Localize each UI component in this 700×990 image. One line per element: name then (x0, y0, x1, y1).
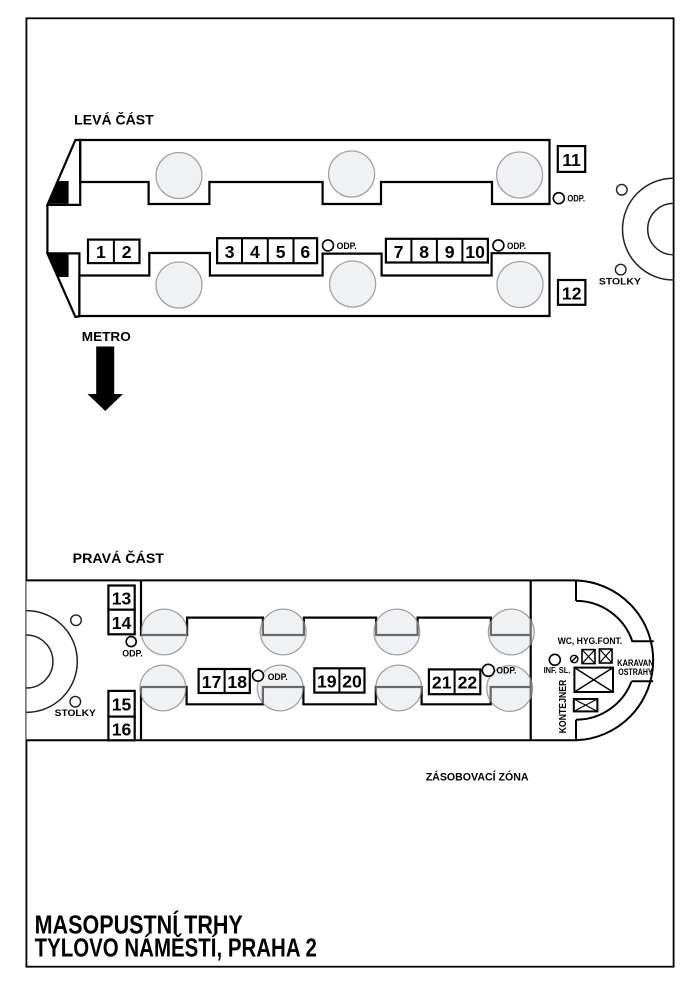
svg-text:WC, HYG.FONT.: WC, HYG.FONT. (558, 636, 623, 646)
svg-text:4: 4 (250, 242, 260, 262)
svg-text:ODP.: ODP. (268, 672, 288, 682)
svg-text:KARAVAN: KARAVAN (617, 658, 654, 669)
svg-text:KONTEJNER: KONTEJNER (558, 679, 569, 733)
svg-text:METRO: METRO (82, 329, 131, 344)
svg-text:13: 13 (112, 589, 132, 609)
svg-text:ODP.: ODP. (496, 666, 516, 676)
svg-text:6: 6 (300, 242, 310, 262)
svg-text:12: 12 (562, 283, 582, 303)
svg-text:16: 16 (112, 719, 132, 739)
svg-text:PRAVÁ ČÁST: PRAVÁ ČÁST (73, 551, 165, 566)
svg-text:10: 10 (465, 242, 485, 262)
svg-text:18: 18 (227, 672, 247, 692)
svg-text:21: 21 (432, 673, 452, 693)
svg-text:20: 20 (342, 671, 362, 691)
svg-text:17: 17 (202, 672, 222, 692)
svg-text:ZÁSOBOVACÍ ZÓNA: ZÁSOBOVACÍ ZÓNA (426, 771, 529, 784)
svg-text:MASOPUSTNÍ TRHY: MASOPUSTNÍ TRHY (35, 909, 243, 939)
svg-text:ODP.: ODP. (122, 649, 142, 659)
svg-text:11: 11 (562, 150, 581, 170)
svg-text:9: 9 (445, 242, 455, 262)
svg-text:15: 15 (112, 695, 132, 715)
svg-text:INF. SL.: INF. SL. (544, 666, 571, 675)
svg-text:22: 22 (458, 673, 478, 693)
svg-text:19: 19 (317, 671, 337, 691)
svg-text:STOLKY: STOLKY (55, 708, 97, 718)
svg-text:STOLKY: STOLKY (599, 277, 642, 287)
svg-text:2: 2 (122, 242, 132, 262)
svg-text:14: 14 (112, 613, 132, 633)
svg-text:LEVÁ ČÁST: LEVÁ ČÁST (74, 112, 154, 127)
svg-text:ODP.: ODP. (507, 241, 526, 251)
svg-text:OSTRAHY: OSTRAHY (618, 667, 653, 678)
svg-text:3: 3 (225, 242, 235, 262)
svg-text:7: 7 (394, 242, 404, 262)
svg-text:1: 1 (96, 242, 106, 262)
svg-text:TYLOVO NÁMĚSTÍ, PRAHA 2: TYLOVO NÁMĚSTÍ, PRAHA 2 (35, 933, 317, 963)
svg-text:8: 8 (419, 242, 429, 262)
svg-text:ODP.: ODP. (337, 241, 357, 251)
svg-text:ODP.: ODP. (567, 194, 585, 204)
svg-text:5: 5 (276, 242, 286, 262)
